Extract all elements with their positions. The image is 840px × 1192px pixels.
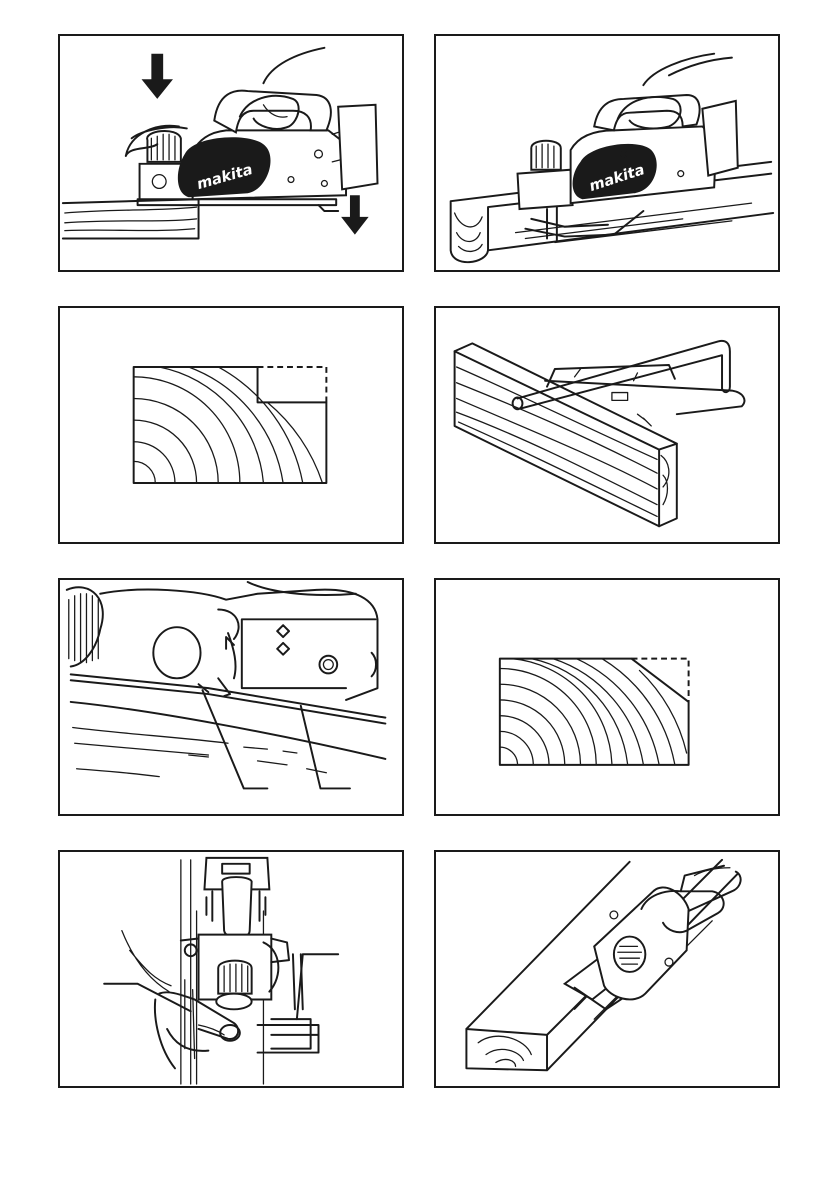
rabbet-cross-section [60, 308, 402, 542]
planer-front-view [60, 852, 402, 1086]
down-arrow-icon [142, 54, 173, 99]
planer-edge-guide-illustration: makita [436, 36, 778, 270]
front-base-closeup [60, 580, 402, 814]
figure-4-edge-fence [434, 306, 780, 544]
figure-1-downward-pressure: makita [58, 34, 404, 272]
chamfer-cross-section [436, 580, 778, 814]
figure-6-chamfer-profile [434, 578, 780, 816]
figure-7-front-view [58, 850, 404, 1088]
chamfering-on-board [436, 852, 778, 1086]
down-arrow-icon [341, 195, 369, 234]
figure-5-base-closeup [58, 578, 404, 816]
figure-3-rabbet-profile [58, 306, 404, 544]
figure-2-planer-with-guide: makita [434, 34, 780, 272]
planer-pressing-illustration: makita [60, 36, 402, 270]
figure-8-chamfering [434, 850, 780, 1088]
removed-material-outline [258, 367, 327, 402]
edge-fence-on-board [436, 308, 778, 542]
